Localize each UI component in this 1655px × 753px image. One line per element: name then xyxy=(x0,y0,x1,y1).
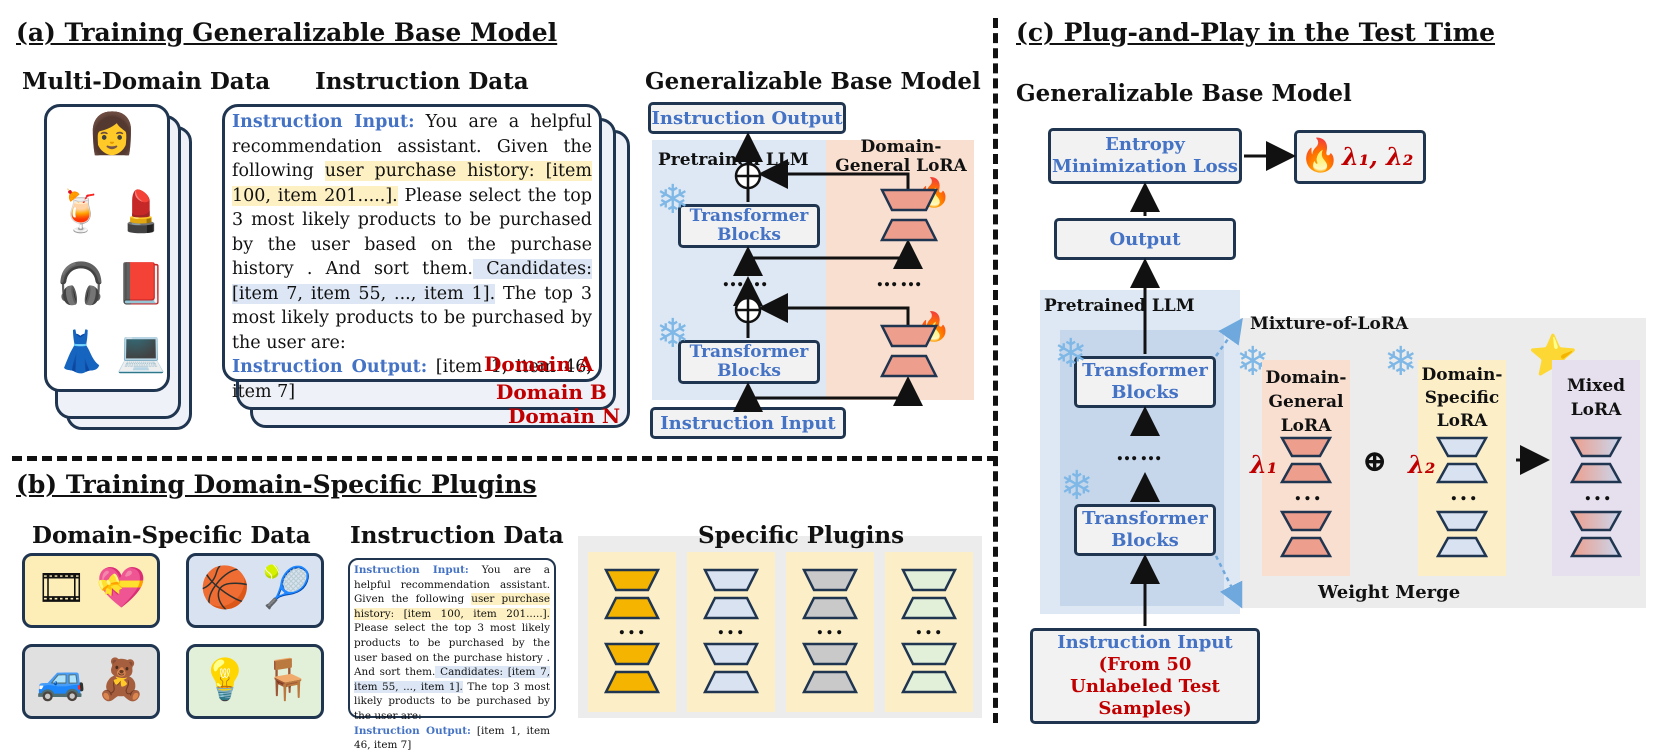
output-box-c: Output xyxy=(1054,218,1236,260)
llm-dots-c: …… xyxy=(1116,440,1164,466)
domain-specific-data-heading: Domain-Specific Data xyxy=(32,522,311,549)
dress-icon: 👗 xyxy=(56,329,106,375)
vertical-divider xyxy=(993,18,998,723)
instruction-text-small-1: You are a helpful recommendation assista… xyxy=(354,564,550,606)
section-a-title: (a) Training Generalizable Base Model xyxy=(16,18,558,47)
domain-general-lora-label: Domain-General LoRA xyxy=(835,137,967,176)
domain-a-label: Domain A xyxy=(484,352,594,376)
instruction-output-box: Instruction Output xyxy=(648,102,846,134)
mixed-lora-dots-c: ... xyxy=(1584,480,1613,506)
instruction-input-label-small: Instruction Input: xyxy=(354,564,469,576)
section-c-dotted-links xyxy=(1214,317,1243,609)
domain-n-label: Domain N xyxy=(508,404,621,428)
oplus-symbol: ⊕ xyxy=(1362,444,1388,479)
specific-plugins-heading: Specific Plugins xyxy=(698,522,905,549)
instruction-text-small-3: The top 3 most likely products to be pur… xyxy=(354,680,550,722)
multi-domain-data-heading: Multi-Domain Data xyxy=(22,68,271,95)
tennis-racket-icon: 🎾 xyxy=(262,565,312,611)
instruction-output-value: [item 1, item 46, item 7] xyxy=(232,357,592,402)
section-a-lora-blocks xyxy=(879,188,939,378)
instruction-text-part-3: The top 3 most likely products to be pur… xyxy=(232,283,592,353)
section-a-add-node-crosses xyxy=(736,164,760,322)
diagram-shapes xyxy=(603,132,1623,694)
mixed-lora-label-c: Mixed LoRA xyxy=(1566,376,1626,420)
domain-specific-lora-label-c: Domain-Specific LoRA xyxy=(1421,365,1503,431)
data-card-front xyxy=(44,104,170,392)
base-model-heading: Generalizable Base Model xyxy=(645,68,981,95)
domain-tile-toys xyxy=(22,644,160,719)
teddy-bear-icon: 🧸 xyxy=(96,657,146,703)
horizontal-divider xyxy=(12,456,997,461)
instruction-input-label: Instruction Input: xyxy=(232,112,415,132)
earbuds-icon: 🎧 xyxy=(56,261,106,307)
heart-art-icon: 💝 xyxy=(96,565,146,611)
instruction-data-heading: Instruction Data xyxy=(315,68,529,95)
lipstick-icon: 💄 xyxy=(116,189,166,235)
base-model-heading-c: Generalizable Base Model xyxy=(1016,80,1352,107)
instruction-input-box: Instruction Input xyxy=(650,407,846,439)
instruction-input-box-c: Instruction Input (From 50 Unlabeled Tes… xyxy=(1030,628,1260,724)
lambda-pair-label: λ₁, λ₂ xyxy=(1342,142,1414,171)
toy-car-icon: 🚙 xyxy=(36,657,86,703)
instruction-data-heading-b: Instruction Data xyxy=(350,522,564,549)
weight-merge-label: Weight Merge xyxy=(1318,582,1461,603)
general-lora-dots-c: ... xyxy=(1294,480,1323,506)
instruction-card-domain-a xyxy=(222,104,602,382)
entropy-loss-box: Entropy Minimization Loss xyxy=(1048,128,1242,184)
section-b-title: (b) Training Domain-Specific Plugins xyxy=(16,470,537,499)
section-a-arrows xyxy=(733,132,923,412)
lora-dots: …… xyxy=(876,266,924,292)
transformer-blocks-top-c: Transformer Blocks xyxy=(1074,356,1216,408)
specific-lora-dots-c: ... xyxy=(1450,480,1479,506)
laptop-icon: 💻 xyxy=(116,329,166,375)
instruction-text: Instruction Input: You are a helpful rec… xyxy=(224,106,600,402)
instruction-input-label-c: Instruction Input xyxy=(1057,632,1233,653)
desk-lamp-icon: 💡 xyxy=(200,657,250,703)
section-c-lora-blocks xyxy=(1279,436,1623,558)
drink-icon: 🍹 xyxy=(56,189,106,235)
pretrained-llm-label-c: Pretrained LLM xyxy=(1044,296,1195,316)
frozen-snowflake-icon-c1: ❄ xyxy=(1054,331,1088,377)
instruction-text-part-1: You are a helpful recommendation assista… xyxy=(232,112,593,181)
instruction-text-part-2: Please select the top 3 most likely prod… xyxy=(232,185,592,280)
domain-b-label: Domain B xyxy=(496,380,607,404)
woman-icon: 👩 xyxy=(87,111,137,157)
instruction-text-small-2: Please select the top 3 most likely prod… xyxy=(354,622,550,679)
film-icon: 🎞 xyxy=(36,565,87,611)
transformer-blocks-top: Transformer Blocks xyxy=(678,204,820,248)
frozen-snowflake-icon-bottom: ❄ xyxy=(656,311,690,357)
domain-tile-sports xyxy=(186,553,324,628)
domain-tile-art xyxy=(22,553,160,628)
lambda-1-label: λ₁ xyxy=(1250,450,1278,479)
lambda-2-label: λ₂ xyxy=(1408,450,1436,479)
section-b-plugin-blocks xyxy=(603,568,958,694)
section-c-title: (c) Plug-and-Play in the Test Time xyxy=(1016,18,1496,47)
basketball-icon: 🏀 xyxy=(200,565,250,611)
instruction-output-label: Instruction Output: xyxy=(232,357,428,377)
domain-general-lora-label-c: Domain-General LoRA xyxy=(1265,368,1347,436)
book-icon: 📕 xyxy=(116,261,166,307)
domain-tile-furniture xyxy=(186,644,324,719)
frozen-snowflake-icon-top: ❄ xyxy=(656,177,690,223)
frozen-snowflake-icon-c4: ❄ xyxy=(1384,339,1418,385)
unlabeled-note: (From 50 Unlabeled Test Samples) xyxy=(1070,654,1220,719)
table-icon: 🪑 xyxy=(262,657,312,703)
trainable-fire-icon-lambda: 🔥 xyxy=(1300,136,1340,174)
mixture-of-lora-label: Mixture-of-LoRA xyxy=(1250,314,1409,334)
transformer-blocks-bottom: Transformer Blocks xyxy=(678,340,820,384)
frozen-snowflake-icon-c2: ❄ xyxy=(1060,463,1094,509)
section-c-arrows xyxy=(1130,141,1550,626)
